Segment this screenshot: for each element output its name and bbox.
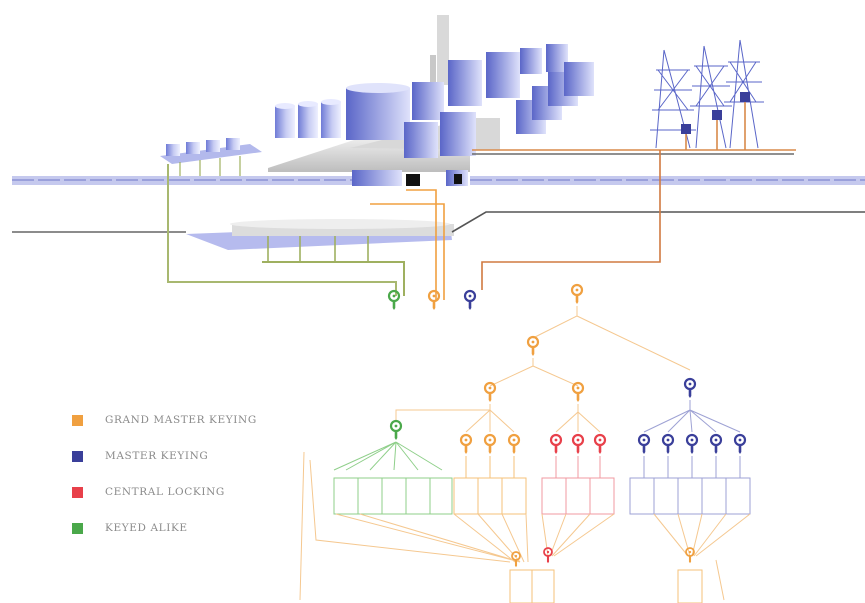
key-master-blue-icon — [683, 377, 697, 400]
platform-left — [160, 138, 262, 164]
legend-item-keyed-alike: KEYED ALIKE — [72, 520, 332, 536]
legend-item-central-locking: CENTRAL LOCKING — [72, 484, 332, 500]
key-orange-icon — [427, 289, 441, 312]
pipe-right — [470, 176, 865, 185]
storage-tanks-left — [275, 99, 341, 138]
locks-central — [541, 456, 615, 515]
locks-grand-master — [453, 456, 527, 515]
legend-label: KEYED ALIKE — [105, 522, 188, 534]
key-blue-icon — [463, 289, 477, 312]
locks-master — [629, 456, 751, 515]
legend-item-grand-master-keying: GRAND MASTER KEYING — [72, 412, 332, 428]
legend-swatch-blue — [72, 450, 83, 462]
pipe-left — [12, 176, 352, 185]
key-keyed-alike-icon — [389, 419, 403, 442]
plant-illustration — [12, 15, 865, 250]
legend-label: CENTRAL LOCKING — [105, 486, 225, 498]
key-grand-master-icon — [570, 283, 584, 306]
keying-tree — [299, 283, 751, 603]
legend-swatch-red — [72, 486, 83, 498]
legend-label: MASTER KEYING — [105, 450, 209, 462]
platform-lower — [186, 219, 454, 250]
legend-swatch-green — [72, 522, 83, 534]
legend-swatch-orange — [72, 414, 83, 426]
locks-keyed-alike — [333, 441, 453, 515]
legend-item-master-keying: MASTER KEYING — [72, 448, 332, 464]
connection-lines — [12, 102, 865, 300]
pylons — [650, 39, 764, 149]
legend-label: GRAND MASTER KEYING — [105, 414, 257, 426]
key-master-orange-icon — [526, 335, 540, 358]
legend: GRAND MASTER KEYING MASTER KEYING CENTRA… — [72, 412, 332, 556]
key-green-icon — [387, 289, 401, 312]
main-building — [346, 44, 594, 186]
